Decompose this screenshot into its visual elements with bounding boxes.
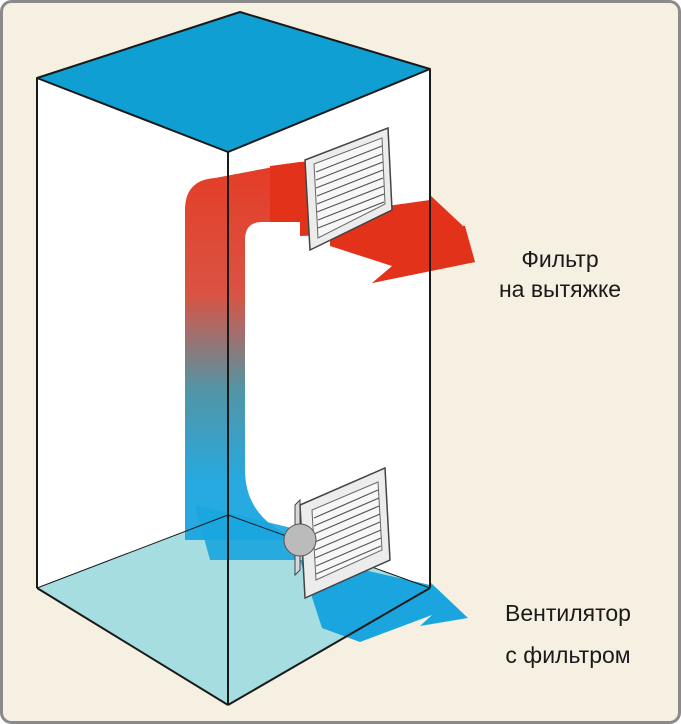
intake-fan-label: Вентилятор с фильтром bbox=[488, 598, 648, 670]
intake-fan-label-line2: с фильтром bbox=[505, 642, 631, 668]
airflow-duct bbox=[185, 162, 300, 540]
airflow-top-joint bbox=[270, 162, 300, 222]
exhaust-filter-label: Фильтр на вытяжке bbox=[485, 244, 635, 304]
cabinet-edges bbox=[36, 69, 431, 706]
airflow-bottom-fill bbox=[195, 505, 300, 560]
exhaust-filter-label-line2: на вытяжке bbox=[498, 276, 622, 302]
intake-fan-label-line1: Вентилятор bbox=[505, 600, 631, 626]
exhaust-filter-label-line1: Фильтр bbox=[521, 246, 599, 272]
fan-grille-icon bbox=[283, 466, 391, 600]
vent-grille-icon bbox=[304, 126, 393, 252]
exhaust-arrow-head bbox=[330, 214, 475, 283]
